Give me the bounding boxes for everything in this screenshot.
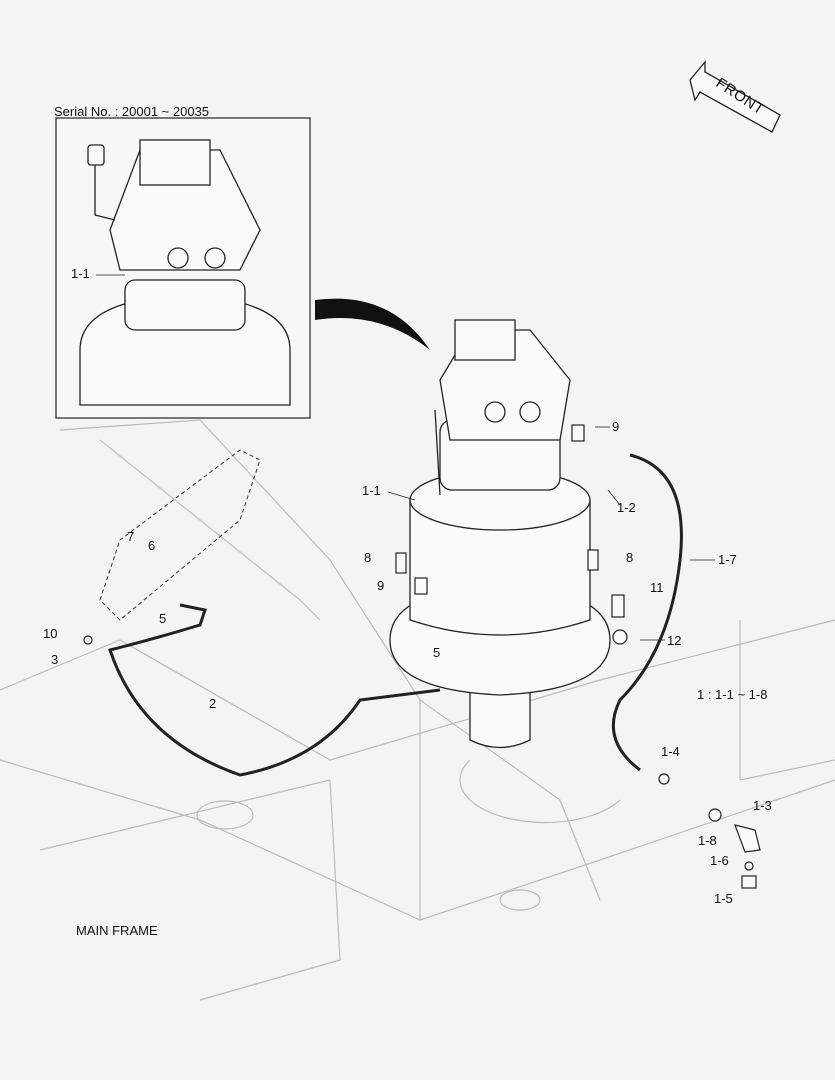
serial-number-label: Serial No. : 20001 ~ 20035 [54, 104, 210, 119]
callout: 9 [612, 419, 620, 434]
callout: 2 [209, 696, 217, 711]
hoses [108, 453, 683, 777]
inset-swing-motor [79, 139, 291, 406]
main-frame-label: MAIN FRAME [76, 923, 158, 938]
callout: 1-6 [710, 853, 729, 868]
callout: 1-1 [362, 483, 381, 498]
swing-motor-assembly [389, 319, 611, 749]
callout: 8 [364, 550, 372, 565]
callout: 1-2 [617, 500, 636, 515]
callout: 6 [148, 538, 156, 553]
callout: 11 [650, 580, 664, 595]
inset-callout-1-1: 1-1 [71, 266, 90, 281]
assembly-note: 1 : 1-1 ~ 1-8 [697, 687, 768, 702]
callout-arrow [315, 298, 430, 350]
small-parts [83, 424, 761, 889]
callout: 8 [626, 550, 634, 565]
bracket-dashed-outline [99, 449, 261, 621]
callout: 3 [51, 652, 59, 667]
callout: 1-3 [753, 798, 772, 813]
callout: 1-8 [698, 833, 717, 848]
callout: 1-4 [661, 744, 680, 759]
front-arrow-icon [689, 60, 781, 133]
main-frame-outline [0, 419, 835, 1001]
callout: 1-5 [714, 891, 733, 906]
leader-lines [96, 274, 715, 641]
callout: 5 [159, 611, 167, 626]
callout: 1-7 [718, 552, 737, 567]
callout: 5 [433, 645, 441, 660]
callout: 9 [377, 578, 385, 593]
callout: 12 [667, 633, 682, 648]
callout: 10 [43, 626, 58, 641]
callout: 7 [127, 529, 135, 544]
